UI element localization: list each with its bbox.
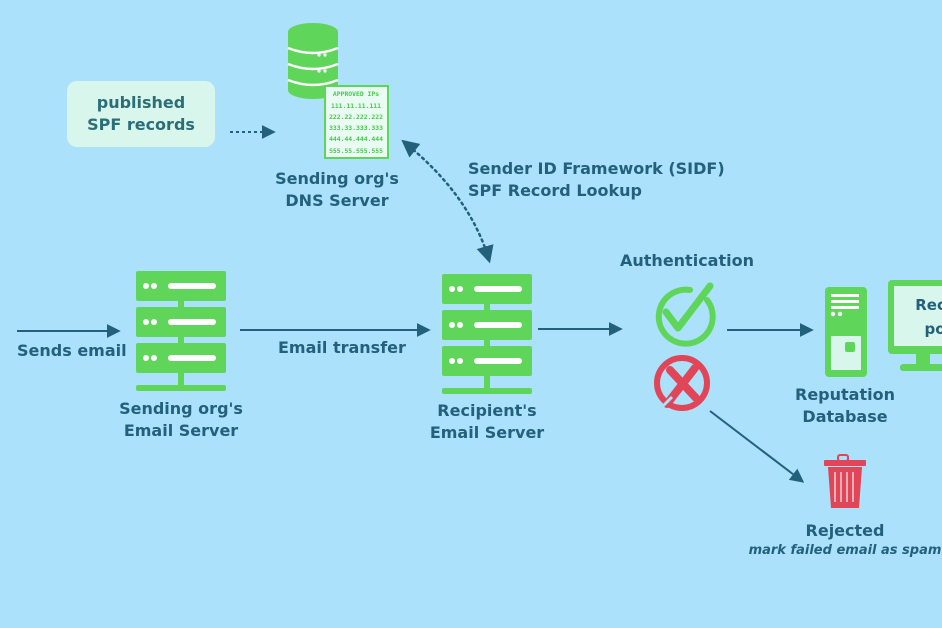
- monitor-screen-text: Recc po: [900, 293, 942, 341]
- recipient-server-label-line-2: Email Server: [429, 423, 545, 442]
- recipient-server-label-line-1: Recipient's: [437, 401, 537, 420]
- note-line-1: published: [96, 93, 186, 112]
- arrow-to-rejected: [709, 410, 805, 483]
- doc-entry: 222.22.222.222: [329, 113, 383, 121]
- dns-server-label: Sending org's DNS Server: [262, 168, 412, 212]
- reputation-database-label: Reputation Database: [770, 384, 920, 428]
- monitor-text-line-1: Recc: [915, 296, 942, 314]
- arrow-spf-lookup: [401, 139, 494, 264]
- doc-entry: 555.55.555.555: [329, 147, 383, 155]
- document-icon: [324, 85, 389, 159]
- reputation-label-line-2: Database: [802, 407, 888, 426]
- rejected-sublabel: mark failed email as spam: [748, 543, 942, 558]
- monitor-icon: [888, 280, 942, 371]
- sends-email-label: Sends email: [17, 341, 127, 360]
- doc-heading: APPROVED IPs: [333, 90, 379, 98]
- check-circle-icon: [655, 282, 716, 347]
- sending-server-label: Sending org's Email Server: [106, 398, 256, 442]
- monitor-text-line-2: po: [924, 320, 942, 338]
- x-circle-icon: [654, 355, 710, 411]
- spf-lookup-line-2: SPF Record Lookup: [468, 181, 642, 200]
- spf-lookup-label: Sender ID Framework (SIDF) SPF Record Lo…: [468, 158, 725, 202]
- trash-icon: [824, 454, 866, 508]
- sending-server-label-line-1: Sending org's: [119, 399, 243, 418]
- doc-entry: 111.11.11.111: [331, 102, 381, 110]
- doc-entry: 444.44.444.444: [329, 135, 383, 143]
- dns-server-label-line-1: Sending org's: [275, 169, 399, 188]
- email-transfer-label: Email transfer: [278, 338, 406, 357]
- published-spf-records-note: published SPF records: [67, 81, 215, 147]
- sending-server-label-line-2: Email Server: [123, 421, 239, 440]
- server-rack-icon: [136, 271, 226, 391]
- rejected-label: Rejected: [805, 521, 885, 540]
- authentication-label: Authentication: [620, 251, 754, 270]
- note-line-2: SPF records: [87, 115, 195, 134]
- doc-entry: 333.33.333.333: [329, 124, 383, 132]
- recipient-server-label: Recipient's Email Server: [412, 400, 562, 444]
- server-tower-icon: [825, 287, 867, 377]
- server-rack-icon: [442, 274, 532, 394]
- dns-server-label-line-2: DNS Server: [285, 191, 389, 210]
- spf-lookup-line-1: Sender ID Framework (SIDF): [468, 159, 725, 178]
- reputation-label-line-1: Reputation: [795, 385, 895, 404]
